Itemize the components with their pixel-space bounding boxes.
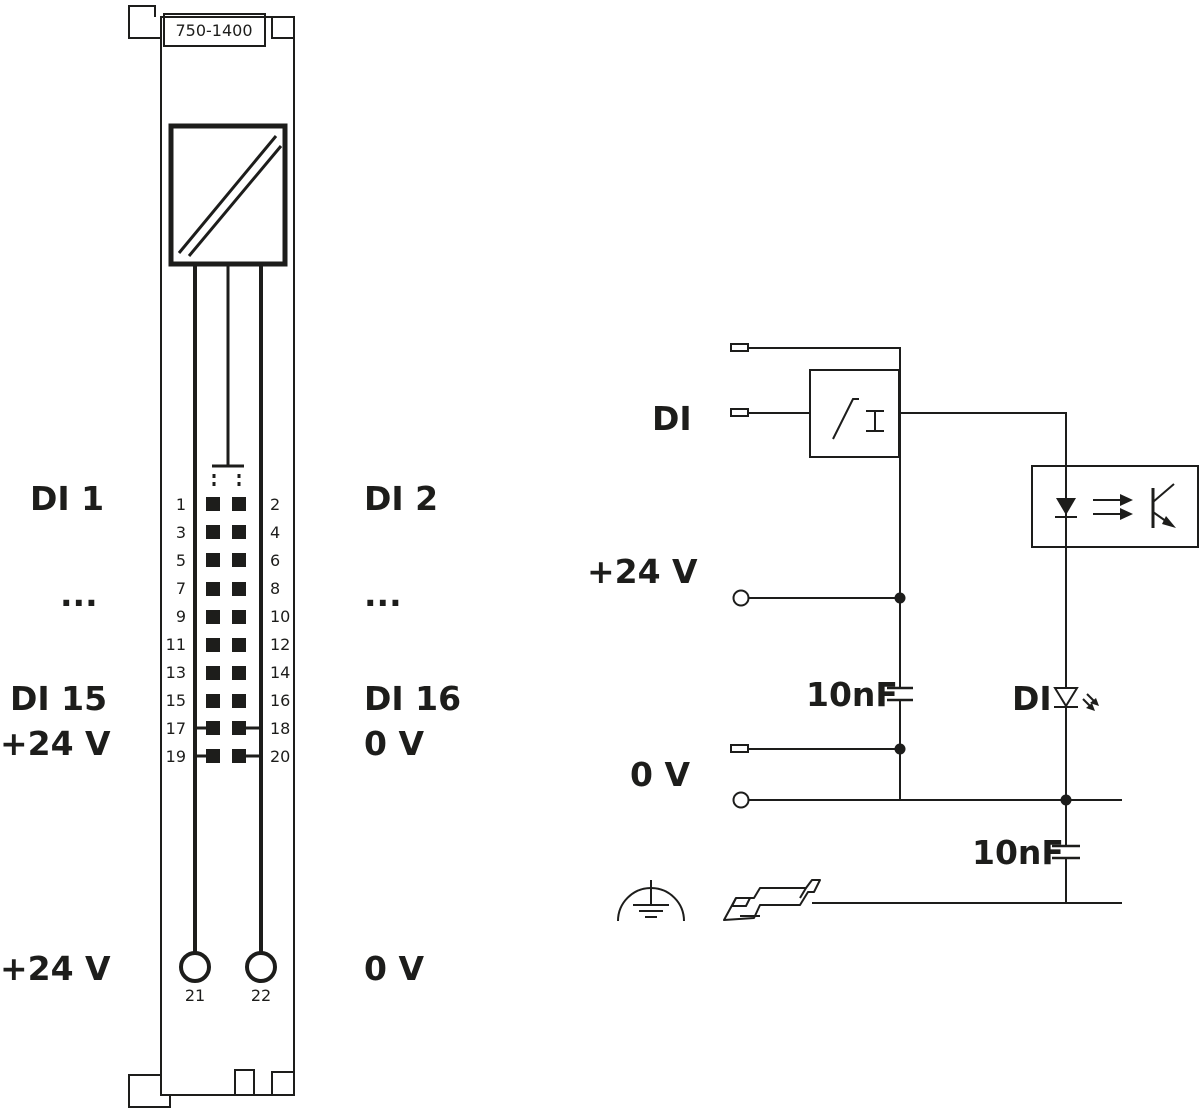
input-schematic [617, 343, 1199, 922]
pin-16 [232, 694, 246, 708]
pin-label: 9 [176, 607, 186, 626]
pin-label: 19 [166, 747, 186, 766]
pin-1 [206, 497, 220, 511]
label-ellipsis-right: ... [364, 575, 402, 614]
schematic-capacitor-label-1: 10nF [806, 675, 898, 714]
schematic-capacitor-label-2: 10nF [972, 833, 1064, 872]
module-side-labels: DI 1 ... DI 15 +24 V +24 V DI 2 ... DI 1… [0, 479, 461, 988]
pin-label: 2 [270, 495, 280, 514]
pin-label: 20 [270, 747, 290, 766]
pin-label: 7 [176, 579, 186, 598]
pin-label: 3 [176, 523, 186, 542]
optocoupler-block [1031, 465, 1199, 548]
pin-8 [232, 582, 246, 596]
status-led-icon [1053, 687, 1079, 708]
din-rail-icon [723, 879, 821, 921]
label-di2: DI 2 [364, 479, 438, 518]
terminal-21-label: 21 [185, 986, 205, 1005]
pin-label: 5 [176, 551, 186, 570]
schematic-led-label: DI [1012, 679, 1052, 718]
pin-15 [206, 694, 220, 708]
pin-3 [206, 525, 220, 539]
part-number-tag: 750-1400 [163, 13, 266, 47]
pin-number-labels: 1 3 5 7 9 11 13 15 17 19 2 4 6 8 10 12 1… [166, 495, 291, 766]
label-0v-pin: 0 V [364, 724, 424, 763]
pin-9 [206, 610, 220, 624]
label-plus24v-terminal: +24 V [0, 949, 111, 988]
pin-label: 15 [166, 691, 186, 710]
terminal-22 [245, 951, 277, 983]
label-di16: DI 16 [364, 679, 461, 718]
pin-10 [232, 610, 246, 624]
schematic-labels: DI +24 V 10nF DI 0 V 10nF [587, 399, 1064, 872]
pin-label: 6 [270, 551, 280, 570]
pin-label: 4 [270, 523, 280, 542]
schematic-ground-label: 0 V [630, 755, 690, 794]
module-housing [128, 5, 295, 1108]
pin-label: 11 [166, 635, 186, 654]
connector-pins [206, 497, 246, 763]
supply-connector-plus24v [732, 589, 750, 607]
supply-terminal-0v [730, 744, 749, 753]
pin-5 [206, 553, 220, 567]
label-plus24v-pin: +24 V [0, 724, 111, 763]
earth-ground-icon [617, 880, 685, 922]
pin-20 [232, 749, 246, 763]
pin-14 [232, 666, 246, 680]
pin-11 [206, 638, 220, 652]
label-di15: DI 15 [10, 679, 107, 718]
schematic-input-label: DI [652, 399, 692, 438]
opto-diode-icon [1056, 498, 1076, 515]
pin-4 [232, 525, 246, 539]
part-number-text: 750-1400 [175, 21, 252, 40]
terminal-21 [179, 951, 211, 983]
input-filter-block [809, 369, 900, 458]
pin-18 [232, 721, 246, 735]
pin-19 [206, 749, 220, 763]
pin-label: 13 [166, 663, 186, 682]
pin-label: 1 [176, 495, 186, 514]
supply-connector-0v [732, 791, 750, 809]
label-ellipsis-left: ... [60, 575, 98, 614]
schematic-supply-label: +24 V [587, 552, 698, 591]
label-0v-terminal: 0 V [364, 949, 424, 988]
pin-label: 17 [166, 719, 186, 738]
pin-2 [232, 497, 246, 511]
pin-label: 8 [270, 579, 280, 598]
pin-label: 12 [270, 635, 290, 654]
pin-label: 10 [270, 607, 290, 626]
pin-label: 18 [270, 719, 290, 738]
label-di1: DI 1 [30, 479, 104, 518]
pin-13 [206, 666, 220, 680]
input-terminal-di [730, 408, 749, 417]
pin-label: 16 [270, 691, 290, 710]
pin-17 [206, 721, 220, 735]
pin-label: 14 [270, 663, 290, 682]
terminal-22-label: 22 [251, 986, 271, 1005]
pin-12 [232, 638, 246, 652]
pin-7 [206, 582, 220, 596]
isolation-block [168, 123, 288, 267]
supply-terminal-plus24v [730, 343, 749, 352]
bottom-terminals: 21 22 [179, 951, 277, 1005]
module-wiring [193, 264, 263, 953]
pin-6 [232, 553, 246, 567]
